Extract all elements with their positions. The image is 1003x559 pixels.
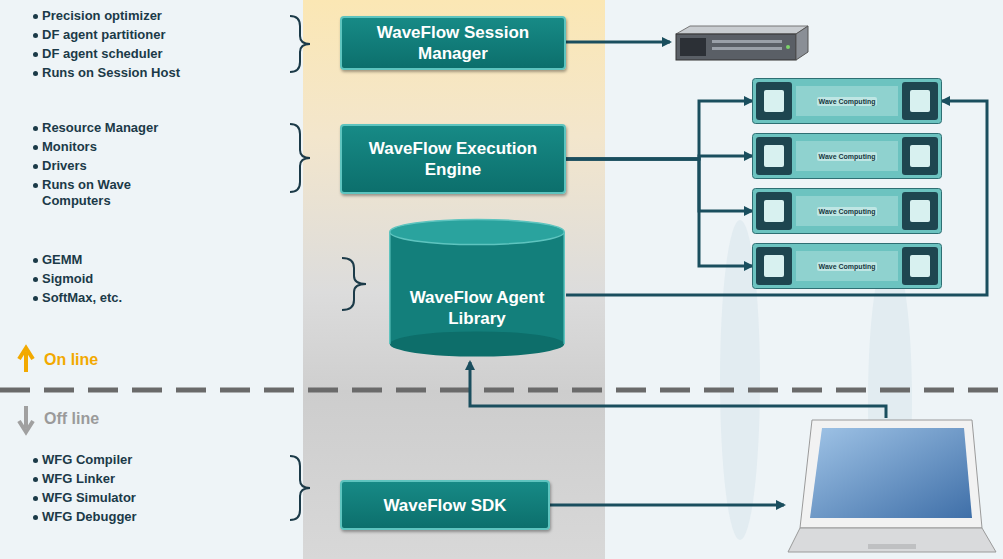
computer-front bbox=[753, 134, 942, 179]
bullet bbox=[33, 126, 38, 131]
logo-text: Wave Computing bbox=[817, 97, 878, 106]
computer-panel bbox=[756, 247, 792, 285]
section-label: On line bbox=[44, 352, 194, 368]
feature-item: Monitors bbox=[42, 139, 192, 155]
computer-panel bbox=[756, 192, 792, 230]
feature-item: DF agent partitioner bbox=[42, 27, 192, 43]
cylinder-top bbox=[390, 219, 564, 244]
bullet bbox=[33, 52, 38, 57]
connector-arrow bbox=[566, 159, 752, 211]
feature-item: WFG Compiler bbox=[42, 452, 192, 468]
logo-text: Wave Computing bbox=[817, 207, 878, 216]
computer-panel bbox=[756, 82, 792, 120]
computer-light bbox=[910, 90, 930, 112]
section-label: Off line bbox=[44, 411, 194, 427]
feature-item: GEMM bbox=[42, 252, 192, 268]
computer-light bbox=[910, 200, 930, 222]
computer-light bbox=[764, 255, 784, 277]
feature-item: SoftMax, etc. bbox=[42, 290, 192, 306]
feature-item: Drivers bbox=[42, 158, 192, 174]
computer-panel bbox=[902, 192, 938, 230]
feature-item: Runs on Wave Computers bbox=[42, 177, 192, 209]
bullet bbox=[33, 458, 38, 463]
divider bbox=[0, 388, 1003, 393]
cylinder-bottom bbox=[390, 331, 564, 356]
node-title: WaveFlow SDK bbox=[383, 495, 506, 516]
bullet bbox=[33, 477, 38, 482]
wave-computer: Wave Computing bbox=[752, 133, 942, 179]
feature-item: WFG Linker bbox=[42, 471, 192, 487]
computer-light bbox=[764, 145, 784, 167]
bullet bbox=[33, 496, 38, 501]
feature-item: WFG Debugger bbox=[42, 509, 192, 525]
wave-computer: Wave Computing bbox=[752, 188, 942, 234]
computer-panel bbox=[902, 247, 938, 285]
feature-item: Sigmoid bbox=[42, 271, 192, 287]
bullet bbox=[33, 145, 38, 150]
bullet bbox=[33, 183, 38, 188]
computer-center bbox=[796, 141, 898, 171]
online-arrow bbox=[19, 348, 33, 372]
computer-panel bbox=[902, 137, 938, 175]
feature-item: WFG Simulator bbox=[42, 490, 192, 506]
braces bbox=[290, 16, 366, 520]
computer-panel bbox=[902, 82, 938, 120]
connector-arrow bbox=[566, 101, 987, 295]
cylinder-edge bbox=[563, 232, 565, 344]
bullet bbox=[33, 296, 38, 301]
bullet bbox=[33, 277, 38, 282]
feature-item: Precision optimizer bbox=[42, 8, 192, 24]
server-icon bbox=[676, 26, 808, 60]
library-cylinder: WaveFlow Agent Library bbox=[388, 218, 566, 358]
feature-item: Resource Manager bbox=[42, 120, 192, 136]
computer-light bbox=[910, 145, 930, 167]
feature-item: Runs on Session Host bbox=[42, 65, 192, 81]
process-box: WaveFlow Session Manager bbox=[340, 16, 566, 70]
computer-light bbox=[910, 255, 930, 277]
computer-center bbox=[796, 86, 898, 116]
connector-arrow bbox=[566, 159, 752, 266]
computer-panel bbox=[756, 137, 792, 175]
feature-item: DF agent scheduler bbox=[42, 46, 192, 62]
computer-center bbox=[796, 196, 898, 226]
cylinder-edge bbox=[389, 232, 391, 344]
process-box: WaveFlow SDK bbox=[340, 480, 550, 530]
node-title: WaveFlow Session Manager bbox=[342, 22, 564, 64]
computer-front bbox=[753, 79, 942, 124]
bullet bbox=[33, 14, 38, 19]
logo-text: Wave Computing bbox=[817, 152, 878, 161]
bullet bbox=[33, 71, 38, 76]
logo-text: Wave Computing bbox=[817, 262, 878, 271]
computer-light bbox=[764, 200, 784, 222]
node-title: WaveFlow Agent Library bbox=[388, 287, 566, 329]
computer-front bbox=[753, 189, 942, 234]
laptop-icon bbox=[788, 420, 996, 552]
computer-center bbox=[796, 251, 898, 281]
wave-computer: Wave Computing bbox=[752, 243, 942, 289]
offline-arrow bbox=[19, 406, 33, 432]
computer-front bbox=[753, 244, 942, 289]
bullet bbox=[33, 258, 38, 263]
process-box: WaveFlow Execution Engine bbox=[340, 124, 566, 194]
bullet bbox=[33, 164, 38, 169]
computer-light bbox=[764, 90, 784, 112]
connector-arrow bbox=[566, 101, 752, 159]
bullet bbox=[33, 33, 38, 38]
node-title: WaveFlow Execution Engine bbox=[342, 138, 564, 180]
wave-computer: Wave Computing bbox=[752, 78, 942, 124]
center-band-lower bbox=[303, 390, 605, 559]
bullet bbox=[33, 515, 38, 520]
